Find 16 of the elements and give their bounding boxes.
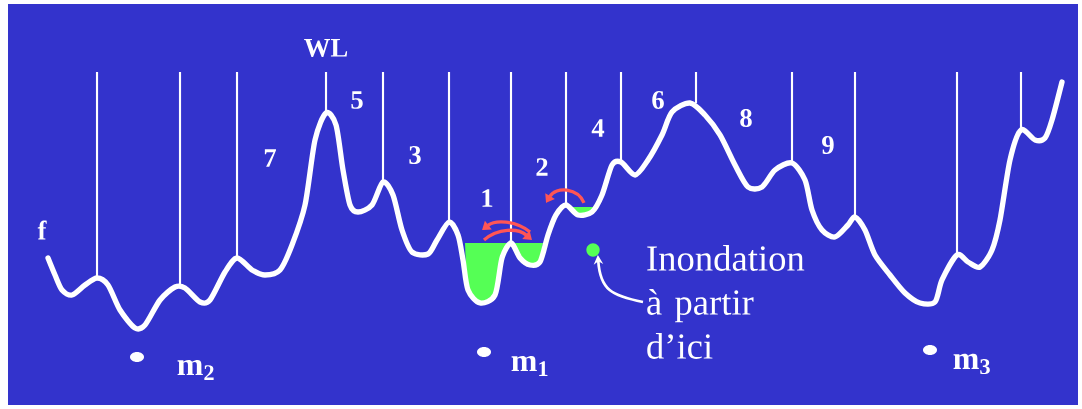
minimum-label: m$_{2}$ <box>177 359 214 380</box>
region-number: 2 <box>536 158 548 176</box>
region-number: 8 <box>740 109 752 127</box>
line-label: WL <box>304 39 348 57</box>
flood-point <box>586 243 600 257</box>
region-number: 4 <box>591 119 605 137</box>
region-number: 5 <box>351 91 363 109</box>
region-number: 6 <box>652 91 664 109</box>
curve-label: f <box>37 220 47 240</box>
region-number: 7 <box>264 149 276 167</box>
region-number: 9 <box>822 136 834 154</box>
annotation-text: Inondation à partir d’ici <box>647 245 805 359</box>
region-number: 3 <box>409 146 421 164</box>
minimum-label: m$_{3}$ <box>953 353 990 375</box>
region-number: 1 <box>482 189 493 207</box>
minimum-label: m$_{1}$ <box>511 355 548 376</box>
